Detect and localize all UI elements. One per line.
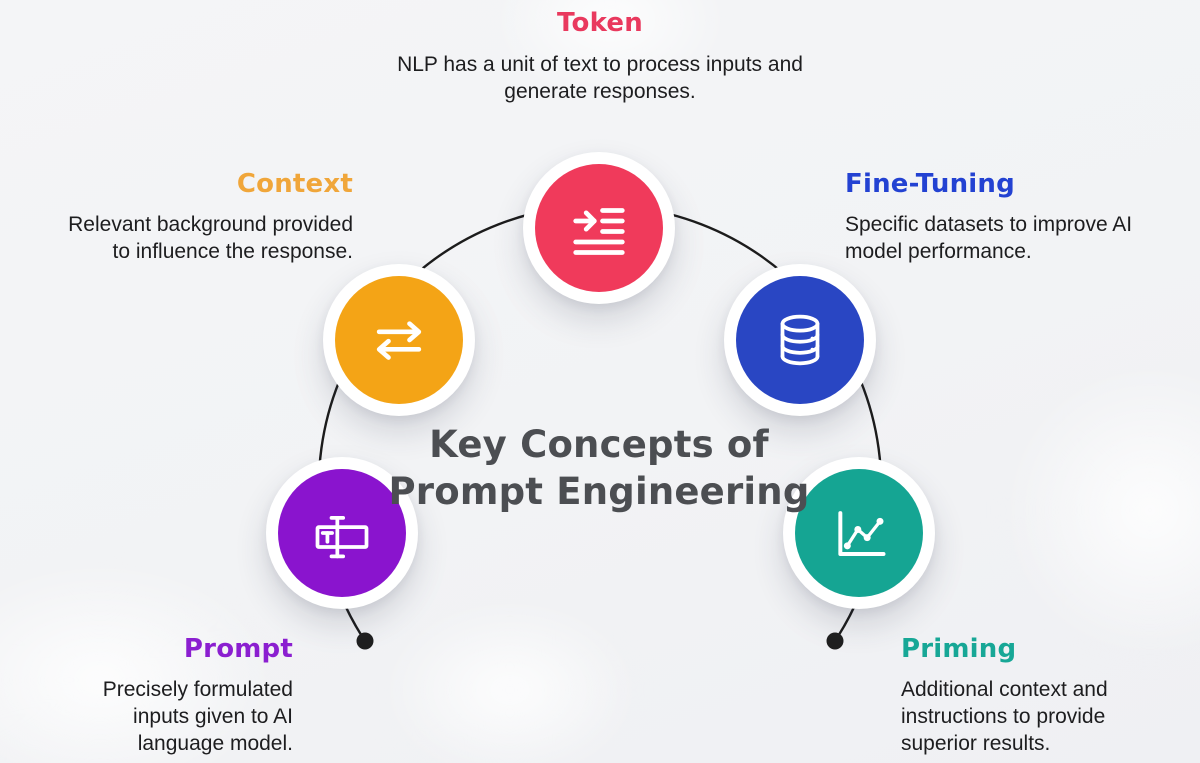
context-description-line: to influence the response.: [112, 240, 354, 263]
priming-label: Priming: [901, 634, 1017, 664]
priming-description-line: superior results.: [901, 732, 1051, 755]
prompt-disc: [278, 469, 406, 597]
merge-text-lines-icon: [573, 208, 625, 255]
token-label: Token: [557, 8, 643, 38]
arc-endpoint-dot-left: [356, 632, 374, 650]
prompt-description-line: inputs given to AI: [133, 705, 293, 728]
context-description-line: Relevant background provided: [68, 213, 353, 236]
priming-description-line: Additional context and: [901, 678, 1108, 701]
prompt-description-line: language model.: [137, 732, 293, 755]
context-label: Context: [236, 169, 353, 199]
page-title-line: Prompt Engineering: [388, 470, 810, 513]
token-description-line: generate responses.: [504, 80, 696, 103]
fine-tuning-description-line: model performance.: [845, 240, 1032, 263]
token-node: [523, 152, 675, 304]
prompt-description: Precisely formulated inputs given to AI …: [73, 676, 293, 757]
transfer-arrows-icon: [376, 321, 422, 360]
token-description-line: NLP has a unit of text to process inputs…: [397, 53, 803, 76]
fine-tuning-node: [724, 264, 876, 416]
arc-endpoint-dot-right: [826, 632, 844, 650]
database-icon: [780, 314, 820, 366]
page-title-line: Key Concepts of: [429, 423, 769, 466]
prompt-label: Prompt: [183, 634, 293, 664]
prompt-node: [266, 457, 418, 609]
token-description: NLP has a unit of text to process inputs…: [370, 51, 830, 105]
priming-node: [783, 457, 935, 609]
fine-tuning-disc: [736, 276, 864, 404]
fine-tuning-description: Specific datasets to improve AI model pe…: [845, 211, 1175, 265]
prompt-description-line: Precisely formulated: [102, 678, 293, 701]
context-disc: [335, 276, 463, 404]
context-description: Relevant background provided to influenc…: [38, 211, 353, 265]
text-input-field-icon: [315, 515, 369, 559]
priming-disc: [795, 469, 923, 597]
page-title: Key Concepts of Prompt Engineering: [374, 421, 824, 515]
fine-tuning-label: Fine-Tuning: [845, 169, 1015, 199]
context-node: [323, 264, 475, 416]
priming-description: Additional context and instructions to p…: [901, 676, 1151, 757]
token-disc: [535, 164, 663, 292]
line-chart-icon: [838, 511, 886, 556]
fine-tuning-description-line: Specific datasets to improve AI: [845, 213, 1133, 236]
priming-description-line: instructions to provide: [901, 705, 1106, 728]
